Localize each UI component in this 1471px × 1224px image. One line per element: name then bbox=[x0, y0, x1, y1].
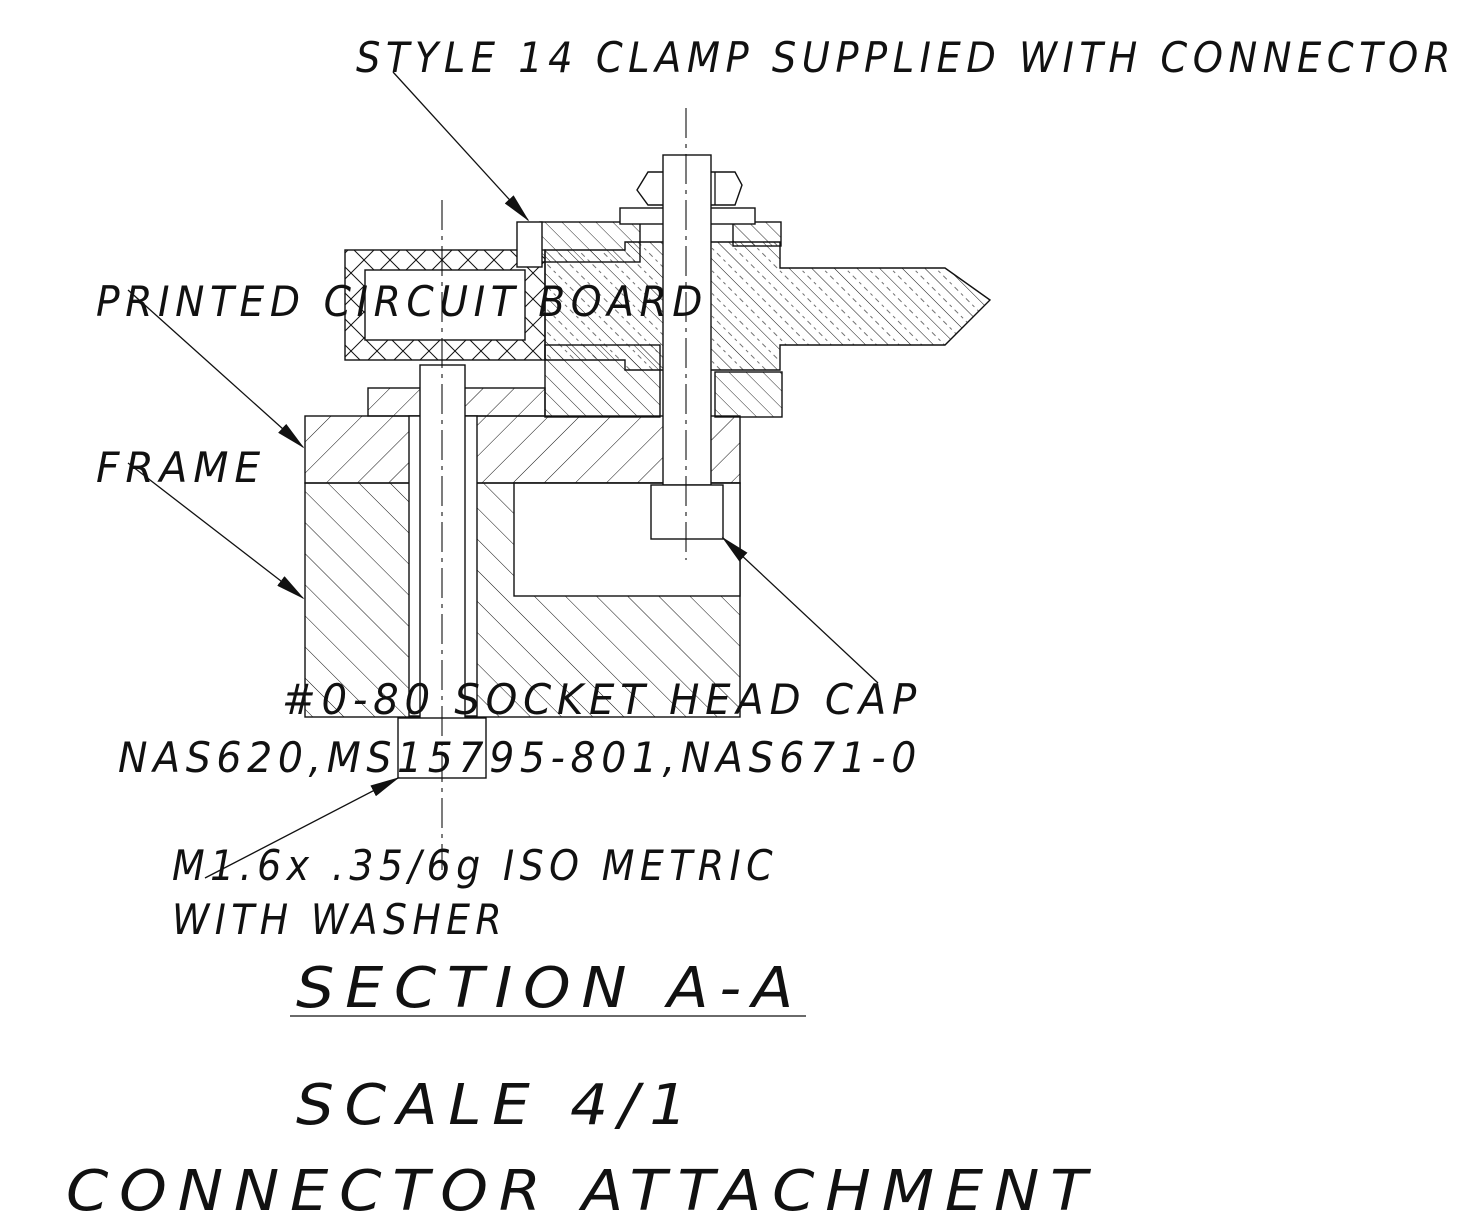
printed-circuit-board bbox=[344, 249, 546, 361]
mounting-screw bbox=[397, 200, 487, 870]
connector-right-block bbox=[714, 371, 783, 418]
pcb-leader bbox=[127, 289, 305, 449]
style-14-clamp bbox=[516, 221, 782, 268]
metric-screw-leader bbox=[204, 777, 400, 879]
cap-screw-leader bbox=[721, 536, 879, 684]
connector-lower-block bbox=[544, 344, 661, 418]
pcb-callout-label: PRINTED CIRCUIT BOARD bbox=[96, 277, 708, 326]
section-title: SECTION A-A bbox=[296, 956, 804, 1021]
scale-label: SCALE 4/1 bbox=[296, 1073, 698, 1138]
frame-callout-label: FRAME bbox=[96, 443, 266, 492]
clamp-leader bbox=[392, 71, 530, 222]
cap-screw-callout-line2: NAS620,MS15795-801,NAS671-0 bbox=[118, 733, 922, 782]
metric-callout-line2: WITH WASHER bbox=[172, 895, 507, 944]
connector-screw bbox=[650, 108, 724, 560]
frame-leader bbox=[127, 462, 305, 600]
clamp-callout-label: STYLE 14 CLAMP SUPPLIED WITH CONNECTOR bbox=[356, 33, 1456, 82]
drawing-title: CONNECTOR ATTACHMENT bbox=[66, 1159, 1098, 1224]
cap-screw-callout-line1: #0-80 SOCKET HEAD CAP bbox=[282, 675, 922, 724]
metric-callout-line1: M1.6x .35/6g ISO METRIC bbox=[172, 841, 778, 890]
